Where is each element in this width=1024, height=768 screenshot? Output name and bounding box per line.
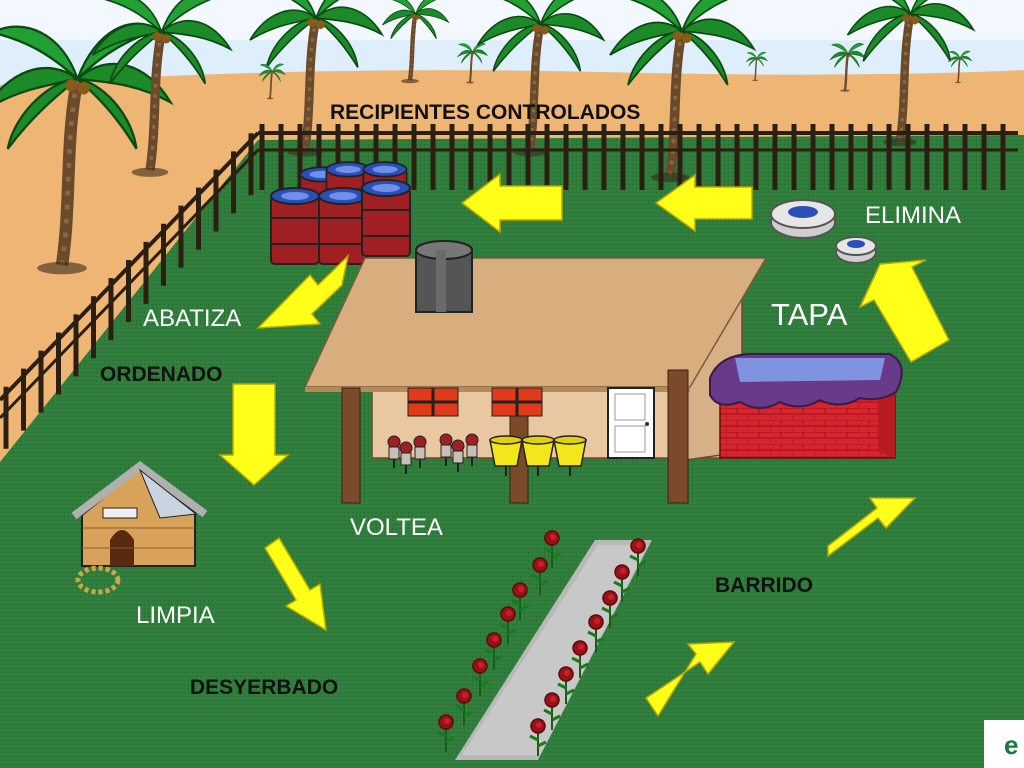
fence: [0, 124, 1018, 449]
label-voltea: VOLTEA: [350, 514, 443, 541]
label-tapa: TAPA: [771, 297, 848, 332]
water-tank-icon: [415, 240, 473, 313]
label-barrido: BARRIDO: [715, 574, 813, 597]
label-desyerbado: DESYERBADO: [190, 676, 339, 699]
label-elimina: ELIMINA: [865, 202, 962, 229]
window: [407, 387, 459, 417]
arrow-icon: [264, 536, 327, 632]
arrow-icon: [644, 641, 736, 718]
door: [607, 387, 655, 459]
label-ordenado: ORDENADO: [100, 363, 223, 386]
label-abatiza: ABATIZA: [143, 305, 242, 332]
arrow-icon: [654, 173, 753, 233]
arrow-icon: [460, 172, 563, 234]
arrow-icon: [827, 497, 917, 558]
covered-brick-tank: [709, 352, 903, 459]
garden-path: [455, 540, 652, 760]
edge-glyph: e: [1004, 730, 1019, 760]
barrel-icon: [270, 187, 320, 265]
label-recipientes-controlados: RECIPIENTES CONTROLADOS: [330, 101, 641, 124]
barrel-icon: [318, 187, 368, 265]
barrel-icon: [361, 179, 411, 257]
house: [303, 257, 768, 504]
arrow-icon: [858, 259, 950, 364]
arrow-icon: [256, 253, 350, 329]
arrow-icon: [218, 383, 290, 487]
dog-house-icon: [71, 461, 208, 567]
dog-collar-icon: [75, 565, 121, 595]
edge-chip: [984, 720, 1024, 768]
tire-icon: [770, 199, 836, 239]
window: [491, 387, 543, 417]
label-limpia: LIMPIA: [136, 602, 215, 629]
tire-icon: [835, 236, 877, 264]
